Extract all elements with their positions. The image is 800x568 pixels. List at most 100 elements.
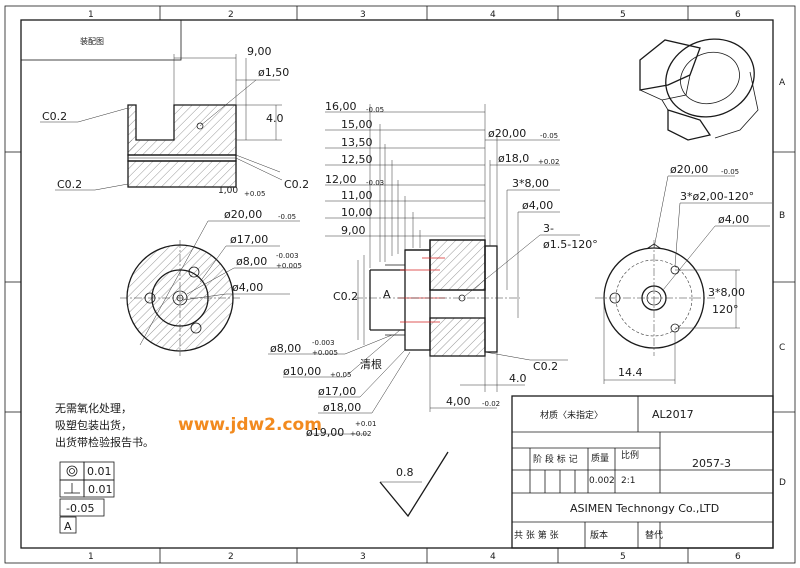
tb-company: ASIMEN Technongy Co.,LTD <box>570 502 719 515</box>
row-label-d: D <box>779 478 786 488</box>
section-c02-label: C0.2 <box>333 290 358 303</box>
note-line-3: 出货带检验报告书。 <box>55 435 154 449</box>
right-dim-phi4: ø4,00 <box>718 213 749 226</box>
section-dim-12-tol: -0.03 <box>366 179 384 187</box>
section-view: 16,00 -0.05 15,00 13,50 12,50 12,00 -0.0… <box>268 100 598 439</box>
section-label-a: A <box>383 288 391 301</box>
note-line-2: 吸塑包装出货， <box>55 418 132 432</box>
section-dim-4-00-tol: -0.02 <box>482 400 500 408</box>
section-dim-phi8-tol2: +0.005 <box>312 349 338 357</box>
section-dim-phi18b: ø18,00 <box>323 401 361 414</box>
row-label-a: A <box>779 78 786 88</box>
right-circle-view: ø20,00 -0.05 3*ø2,00-120° ø4,00 3*8,00 1… <box>595 163 772 384</box>
tolerance-frames: 0.01 0.01 -0.05 A <box>59 461 115 534</box>
section-dim-phi20: ø20,00 <box>488 127 526 140</box>
section-dim-phi10: ø10,00 <box>283 365 321 378</box>
left-dim-phi17: ø17,00 <box>230 233 268 246</box>
left-dim-phi8: ø8,00 <box>236 255 267 268</box>
front-view: 9,00 ø1,50 4.0 C0.2 C0.2 C0.2 1,00 +0.05 <box>40 45 309 198</box>
tol-perp-value: 0.01 <box>88 483 113 496</box>
section-qinggen: 清根 <box>360 357 382 371</box>
tb-scale: 2:1 <box>621 476 635 486</box>
section-dim-phi8-tol1: -0.003 <box>312 339 335 347</box>
header-box: 装配图 <box>20 19 182 61</box>
left-dim-phi8-tol-dn: +0.005 <box>276 262 302 270</box>
section-dim-16-tol: -0.05 <box>366 106 384 114</box>
right-dim-14-4: 14.4 <box>618 366 643 379</box>
col-label-6: 6 <box>735 10 741 20</box>
left-dim-phi20: ø20,00 <box>224 208 262 221</box>
section-dim-4-00: 4,00 <box>446 395 471 408</box>
left-dim-phi20-tol: -0.05 <box>278 213 296 221</box>
tb-scale-label: 比例 <box>621 449 639 461</box>
right-dim-phi20: ø20,00 <box>670 163 708 176</box>
tb-sheets: 共 张 第 张 <box>514 529 559 541</box>
col-label-3-bottom: 3 <box>360 552 366 562</box>
section-dim-12-5: 12,50 <box>341 153 373 166</box>
section-dim-15: 15,00 <box>341 118 373 131</box>
right-dim-3x8: 3*8,00 <box>708 286 745 299</box>
col-label-2-bottom: 2 <box>228 552 234 562</box>
col-label-4-bottom: 4 <box>490 552 496 562</box>
col-label-3: 3 <box>360 10 366 20</box>
col-label-1-bottom: 1 <box>88 552 94 562</box>
row-label-b: B <box>779 211 785 221</box>
section-dim-10: 10,00 <box>341 206 373 219</box>
section-dim-11: 11,00 <box>341 189 373 202</box>
tb-mass: 0.002 <box>589 476 615 486</box>
section-dim-phi17: ø17,00 <box>318 385 356 398</box>
header-box-label: 装配图 <box>80 36 104 46</box>
roughness-value: 0.8 <box>396 466 414 479</box>
col-label-2: 2 <box>228 10 234 20</box>
section-dim-phi18b-tol: +0.01 <box>355 420 376 428</box>
watermark: www.jdw2.com <box>178 415 322 435</box>
section-dim-phi18: ø18,0 <box>498 152 529 165</box>
section-dim-9: 9,00 <box>341 224 366 237</box>
section-dim-phi8: ø8,00 <box>270 342 301 355</box>
dim-c02-right: C0.2 <box>284 178 309 191</box>
section-dim-phi18-tol: +0.02 <box>538 158 559 166</box>
title-block: 材质〈未指定〉 AL2017 阶 段 标 记 质量 比例 0.002 2:1 2… <box>511 395 774 549</box>
tb-material-label: 材质〈未指定〉 <box>540 409 603 421</box>
right-dim-120: 120° <box>712 303 739 316</box>
section-c02-right: C0.2 <box>533 360 558 373</box>
tol-datum-a: A <box>64 520 72 533</box>
dim-c02-bottom: C0.2 <box>57 178 82 191</box>
section-dim-phi19-tol: +0.02 <box>350 430 371 438</box>
tb-version: 版本 <box>590 529 608 541</box>
col-label-1: 1 <box>88 10 94 20</box>
tol-flat-value: -0.05 <box>66 502 94 515</box>
drawing-border <box>4 5 796 564</box>
section-dim-16: 16,00 <box>325 100 357 113</box>
note-line-1: 无需氧化处理， <box>55 401 132 415</box>
section-dim-3x8: 3*8,00 <box>512 177 549 190</box>
section-dim-13-5: 13,50 <box>341 136 373 149</box>
dim-9-00: 9,00 <box>247 45 272 58</box>
col-label-6-bottom: 6 <box>735 552 741 562</box>
isometric-view <box>639 38 759 141</box>
section-dim-phi4: ø4,00 <box>522 199 553 212</box>
left-dim-phi4: ø4,00 <box>232 281 263 294</box>
technical-notes: 无需氧化处理， 吸塑包装出货， 出货带检验报告书。 <box>55 401 154 449</box>
tb-stage-label: 阶 段 标 记 <box>533 453 578 465</box>
left-circle-view: ø20,00 -0.05 ø17,00 ø8,00 -0.003 +0.005 … <box>120 208 302 356</box>
section-dim-phi10-tol: +0.05 <box>330 371 351 379</box>
tb-material: AL2017 <box>652 408 694 421</box>
section-dim-12: 12,00 <box>325 173 357 186</box>
tol-concentric-value: 0.01 <box>87 465 112 478</box>
right-dim-3x-phi2: 3*ø2,00-120° <box>680 190 754 203</box>
roughness-symbol: 0.8 <box>379 451 449 518</box>
section-dim-holes-angle: ø1.5-120° <box>543 238 598 251</box>
col-label-5-bottom: 5 <box>620 552 626 562</box>
row-label-c: C <box>779 343 785 353</box>
dim-4-0-front: 4.0 <box>266 112 284 125</box>
dim-c02-top: C0.2 <box>42 110 67 123</box>
section-dim-phi19: ø19,00 <box>306 426 344 439</box>
dim-1-00: 1,00 <box>218 186 238 196</box>
tb-drawing-no: 2057-3 <box>692 457 731 470</box>
tb-mass-label: 质量 <box>591 452 609 464</box>
right-dim-phi20-tol: -0.05 <box>721 168 739 176</box>
section-dim-holes: 3- <box>543 222 554 235</box>
dim-phi-1-50: ø1,50 <box>258 66 289 79</box>
